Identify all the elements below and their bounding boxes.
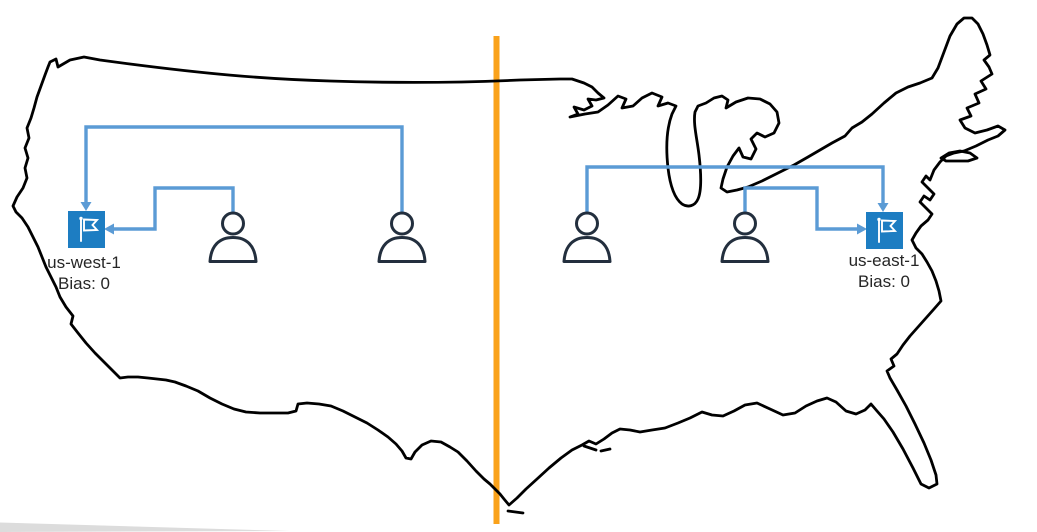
arrow-line — [585, 165, 885, 213]
arrow-west-user2-to-us-west-1 — [80, 125, 404, 213]
arrow-west-user1-to-us-west-1 — [104, 186, 235, 235]
region-flag-icon-us-west-1 — [68, 211, 105, 248]
arrow-line — [743, 186, 857, 231]
flag-pole-ball — [79, 216, 83, 221]
arrow-line — [114, 186, 235, 231]
arrowhead-left-icon — [104, 223, 114, 235]
flag-banner — [881, 219, 898, 233]
user-head — [733, 211, 757, 236]
region-name-label: us-west-1 — [47, 253, 121, 272]
arrow-east-user1-to-us-east-1 — [585, 165, 889, 213]
user-head — [221, 211, 245, 236]
long-island-outline — [939, 149, 979, 163]
user-icon — [562, 211, 612, 263]
arrowhead-down-icon — [877, 203, 889, 212]
flag-banner — [83, 218, 100, 232]
arrow-east-user2-to-us-east-1 — [743, 186, 867, 235]
mississippi-delta-marks — [582, 444, 612, 453]
user-body — [377, 236, 427, 263]
region-divider-line — [493, 36, 500, 524]
user-head — [390, 211, 414, 236]
padre-island-dash — [506, 509, 525, 515]
region-bias-label: Bias: 0 — [58, 274, 110, 293]
user-head — [575, 211, 599, 236]
user-body — [208, 236, 258, 263]
arrowhead-right-icon — [857, 223, 867, 235]
region-flag-icon-us-east-1 — [866, 212, 903, 249]
us-map-outline — [11, 16, 1007, 507]
user-body — [720, 236, 770, 263]
arrowhead-down-icon — [80, 202, 92, 211]
region-name-label: us-east-1 — [849, 251, 920, 270]
slide-edge-wedge — [0, 522, 290, 532]
user-icon — [377, 211, 427, 263]
user-icon — [720, 211, 770, 263]
user-icon — [208, 211, 258, 263]
flag-pole-ball — [877, 217, 881, 222]
arrow-line — [84, 125, 404, 213]
user-body — [562, 236, 612, 263]
region-bias-label: Bias: 0 — [858, 272, 910, 291]
